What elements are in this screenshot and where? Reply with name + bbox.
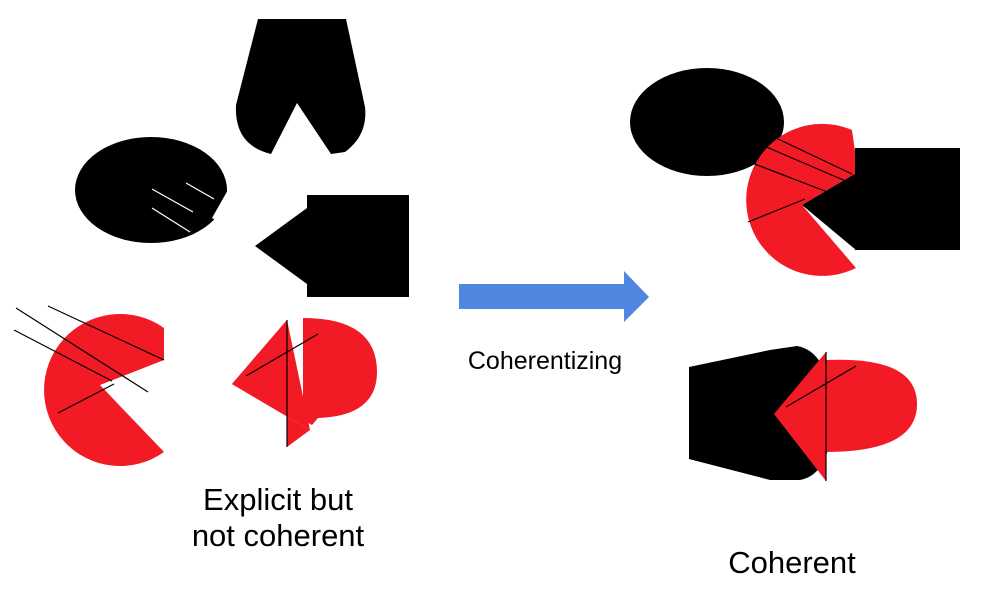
coherent-group: [630, 68, 960, 481]
coherent-top-assembly: [630, 68, 960, 276]
black-wedge-merged: [802, 172, 860, 250]
right-caption: Coherent: [728, 545, 856, 580]
left-caption-line2: not coherent: [191, 518, 365, 553]
red-triangle-merged: [774, 352, 826, 481]
black-ellipse: [630, 68, 784, 176]
black-trapezoid-shape: [235, 19, 366, 154]
incoherent-group: [13, 19, 409, 467]
black-notched-ellipse: [75, 137, 232, 243]
ellipse-notch: [212, 188, 232, 223]
blue-transform-arrow: [459, 271, 649, 322]
black-arrow-pentagon: [255, 195, 409, 297]
left-caption-line1: Explicit but: [203, 482, 353, 517]
gap-mark: [171, 372, 175, 390]
left-caption: Explicit but not coherent: [168, 482, 388, 554]
red-pacman-shape: [13, 305, 165, 467]
black-trapezoid-rotated: [689, 346, 832, 480]
arrow-caption: Coherentizing: [467, 347, 623, 375]
coherent-bottom-assembly: [689, 346, 917, 481]
red-triangle-circle-shape: [232, 318, 377, 447]
black-square-merged: [855, 148, 960, 250]
red-circle-merged: [826, 359, 917, 452]
